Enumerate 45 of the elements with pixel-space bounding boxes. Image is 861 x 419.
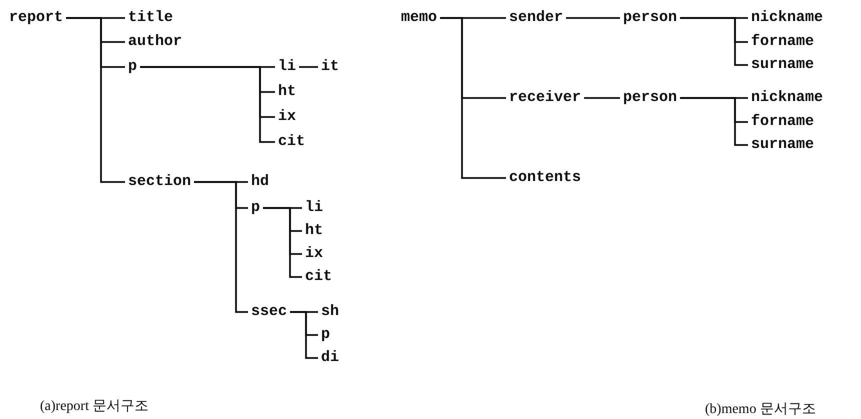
node-label: li	[302, 199, 326, 217]
node-label: section	[125, 173, 194, 191]
tree-connector	[566, 17, 620, 19]
node-label: ht	[275, 83, 300, 101]
node-label: p	[248, 199, 264, 217]
node-label: person	[620, 9, 680, 27]
node-label: author	[125, 33, 186, 51]
node-label: title	[125, 9, 176, 27]
node-label: memo	[398, 9, 440, 27]
tree-connector	[263, 207, 302, 278]
tree-connector	[299, 66, 318, 68]
node-label: forname	[748, 33, 818, 51]
node-label: forname	[748, 113, 818, 131]
figure-caption: (a)report 문서구조	[40, 398, 148, 415]
node-label: it	[318, 58, 342, 76]
node-label: hd	[248, 173, 272, 191]
node-label: ix	[275, 108, 300, 126]
node-label: p	[125, 58, 140, 76]
node-label: ssec	[248, 303, 290, 321]
node-label: receiver	[506, 89, 584, 107]
node-label: di	[318, 349, 342, 367]
node-label: p	[318, 326, 334, 344]
figure-caption: (b)memo 문서구조	[705, 401, 816, 418]
tree-connector	[290, 311, 318, 359]
node-label: report	[6, 9, 66, 27]
tree-connector	[680, 17, 748, 66]
node-label: cit	[302, 268, 336, 286]
node-label: ix	[302, 245, 326, 263]
tree-connector	[680, 97, 748, 146]
node-label: cit	[275, 133, 308, 151]
node-label: sender	[506, 9, 566, 27]
node-label: contents	[506, 169, 584, 187]
tree-connector	[194, 181, 248, 313]
node-label: ht	[302, 222, 326, 240]
node-label: li	[275, 58, 300, 76]
tree-connector	[140, 66, 275, 143]
tree-connector	[584, 97, 620, 99]
node-label: nickname	[748, 89, 826, 107]
tree-connector	[66, 17, 125, 183]
tree-connector	[440, 17, 506, 179]
node-label: surname	[748, 136, 818, 154]
node-label: nickname	[748, 9, 826, 27]
node-label: surname	[748, 56, 818, 74]
node-label: sh	[318, 303, 342, 321]
node-label: person	[620, 89, 680, 107]
